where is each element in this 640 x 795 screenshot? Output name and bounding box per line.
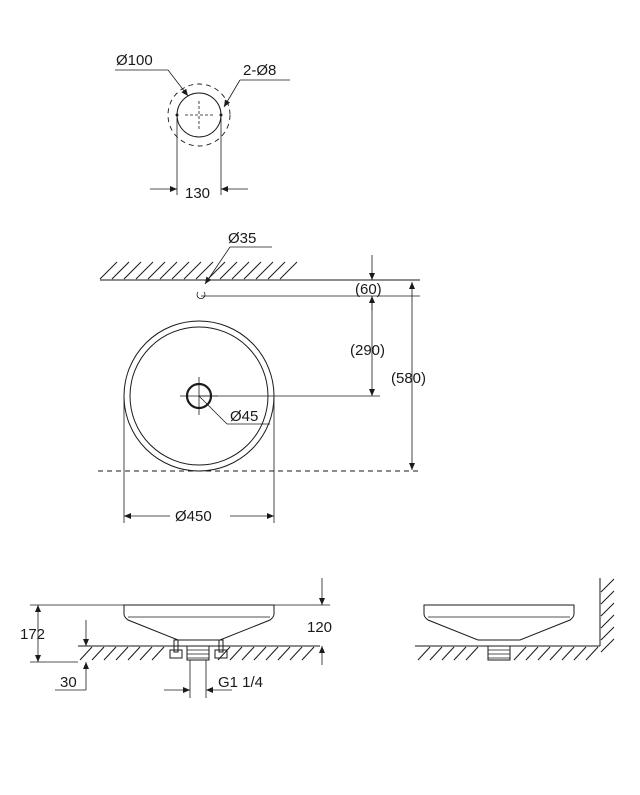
offset-290-label: (290) bbox=[350, 342, 385, 359]
wall-side-hatch bbox=[417, 578, 615, 661]
mounting-hole-circle bbox=[176, 92, 222, 138]
mounting-hole-view: Ø100 2-Ø8 130 bbox=[115, 52, 290, 202]
hole-spacing-label: 130 bbox=[185, 185, 210, 202]
offset-580-label: (580) bbox=[391, 370, 426, 387]
mounting-outer-dashed-circle bbox=[167, 83, 231, 147]
basin-diameter-label: Ø450 bbox=[175, 508, 212, 525]
basin-profile bbox=[123, 604, 275, 641]
outlet-diameter-label: Ø45 bbox=[230, 408, 258, 425]
wall-drain-diameter-label: Ø35 bbox=[228, 230, 256, 247]
side-view-front: 172 30 120 G1 1/4 bbox=[20, 578, 332, 698]
basin-side-profile bbox=[423, 604, 575, 641]
deck-thickness-label: 30 bbox=[60, 674, 77, 691]
offset-60-label: (60) bbox=[355, 281, 382, 298]
hole-diameter-label: Ø100 bbox=[116, 52, 153, 69]
screw-holes-label: 2-Ø8 bbox=[243, 62, 276, 79]
side-view-wall bbox=[415, 578, 615, 661]
basin-height-label: 120 bbox=[307, 619, 332, 636]
thread-label: G1 1/4 bbox=[218, 674, 263, 691]
wall-hatch bbox=[99, 261, 298, 280]
plan-view: Ø35 Ø45 (60) (290) (580) Ø450 bbox=[98, 230, 426, 525]
total-height-label: 172 bbox=[20, 626, 45, 643]
